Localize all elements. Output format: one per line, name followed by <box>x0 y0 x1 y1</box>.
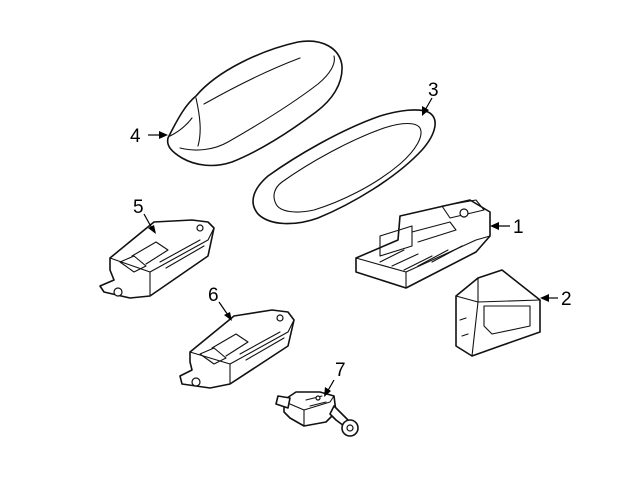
callout-7: 7 <box>324 360 346 397</box>
part-7-sensor <box>275 391 359 437</box>
callout-3: 3 <box>422 80 439 116</box>
callout-1-label: 1 <box>513 217 524 238</box>
part-5-receiver-module <box>99 219 215 299</box>
callout-3-label: 3 <box>428 80 439 101</box>
callout-4: 4 <box>130 126 168 147</box>
part-4-antenna-cover <box>166 40 343 167</box>
callout-7-label: 7 <box>335 360 346 381</box>
callout-5-label: 5 <box>133 197 144 218</box>
part-3-gasket <box>252 109 436 225</box>
part-2-bracket <box>455 269 541 357</box>
callout-1: 1 <box>490 217 524 238</box>
callout-6: 6 <box>208 285 232 321</box>
callout-6-label: 6 <box>208 285 219 306</box>
part-1-module <box>355 199 491 289</box>
callout-2-label: 2 <box>561 289 572 310</box>
part-6-receiver-module <box>179 309 295 389</box>
callout-5: 5 <box>133 197 156 234</box>
callout-2: 2 <box>540 289 572 310</box>
callout-4-label: 4 <box>130 126 141 147</box>
